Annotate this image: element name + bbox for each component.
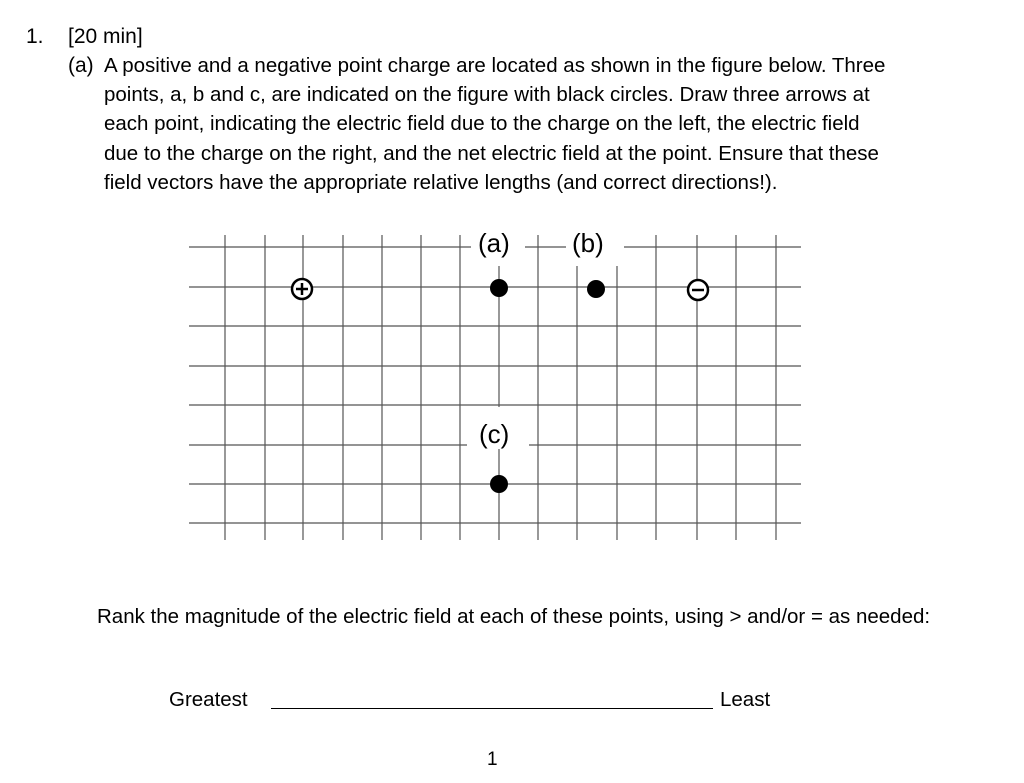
question-number: 1. bbox=[26, 25, 44, 48]
part-text: A positive and a negative point charge a… bbox=[104, 54, 886, 194]
part-label: (a) bbox=[68, 54, 94, 77]
page-number: 1 bbox=[487, 749, 498, 770]
ranking-answer-line[interactable] bbox=[271, 708, 713, 709]
point-a-dot bbox=[490, 279, 508, 297]
label-b-bg bbox=[566, 222, 624, 266]
point-c-dot bbox=[490, 475, 508, 493]
label-a-bg bbox=[471, 222, 525, 266]
positive-charge bbox=[290, 277, 314, 301]
negative-charge bbox=[686, 278, 710, 302]
ranking-prompt: Rank the magnitude of the electric field… bbox=[97, 605, 931, 628]
greatest-label: Greatest bbox=[169, 688, 248, 711]
point-c-label: (c) bbox=[479, 419, 509, 449]
least-label: Least bbox=[720, 688, 771, 711]
question-time-header: [20 min] bbox=[68, 25, 143, 48]
point-b-dot bbox=[587, 280, 605, 298]
point-a-label: (a) bbox=[478, 228, 510, 258]
label-c-bg bbox=[467, 407, 529, 449]
point-b-label: (b) bbox=[572, 228, 604, 258]
